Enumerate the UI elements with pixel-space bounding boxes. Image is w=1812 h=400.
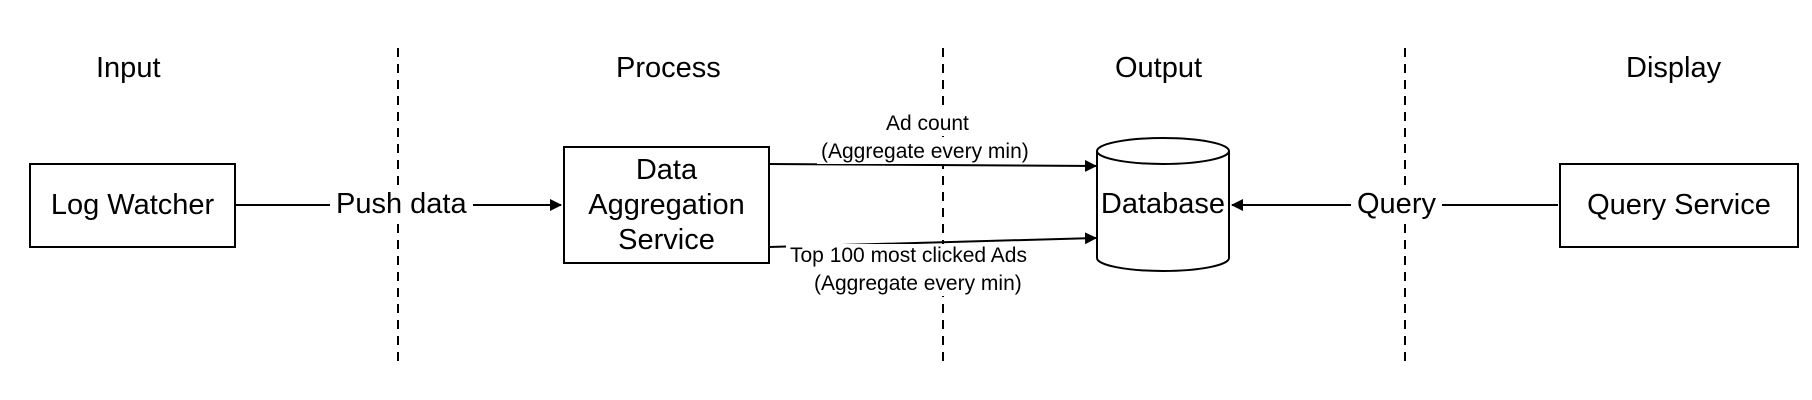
ad-count-label-line2: (Aggregate every min) bbox=[817, 140, 1033, 165]
log-watcher-box: Log Watcher bbox=[29, 163, 236, 248]
column-heading-output: Output bbox=[1115, 52, 1203, 84]
query-label: Query bbox=[1351, 188, 1442, 222]
database-cylinder bbox=[1096, 137, 1230, 272]
edge-ad-count bbox=[768, 159, 1097, 172]
data-aggregation-service-label: Data Aggregation Service bbox=[588, 153, 745, 256]
database-label: Database bbox=[1100, 188, 1226, 220]
top-ads-label-line1: Top 100 most clicked Ads bbox=[786, 244, 1031, 269]
column-heading-display: Display bbox=[1626, 52, 1722, 84]
ad-count-label-line1: Ad count bbox=[882, 112, 973, 137]
query-service-box: Query Service bbox=[1559, 163, 1799, 248]
query-service-label: Query Service bbox=[1587, 189, 1771, 221]
log-watcher-label: Log Watcher bbox=[50, 189, 215, 221]
column-heading-process: Process bbox=[616, 52, 721, 84]
push-data-label: Push data bbox=[330, 188, 473, 222]
data-aggregation-service-box: Data Aggregation Service bbox=[563, 146, 770, 264]
top-ads-label-line2: (Aggregate every min) bbox=[810, 272, 1026, 297]
column-heading-input: Input bbox=[96, 52, 161, 84]
